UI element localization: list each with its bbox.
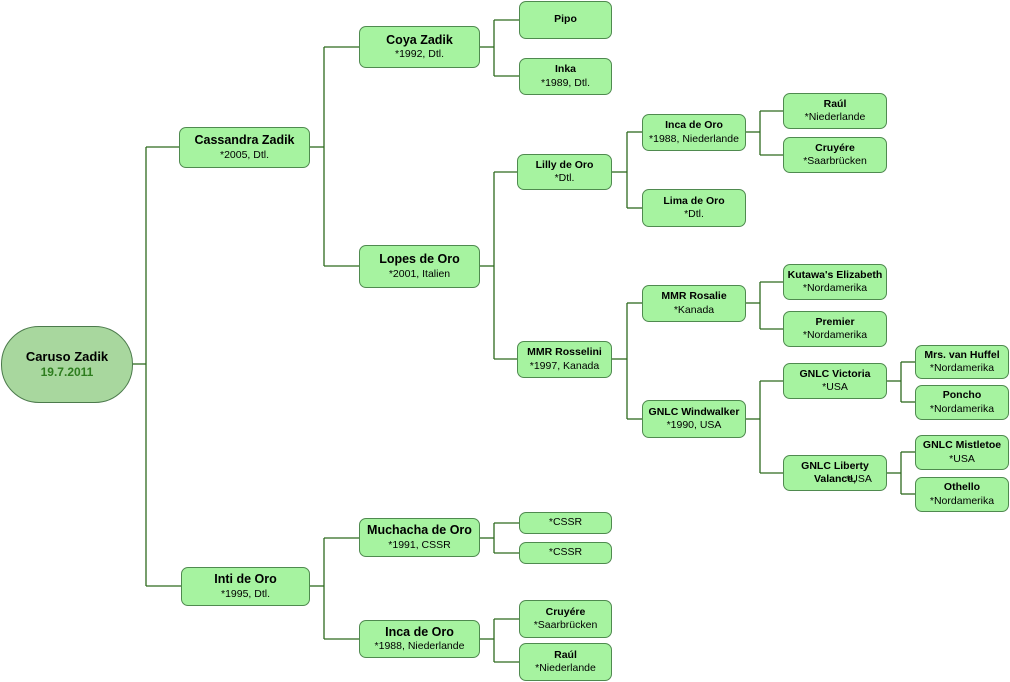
node-inti-de-oro: Inti de Oro *1995, Dtl. <box>181 567 310 606</box>
node-mrs-van-huffel: Mrs. van Huffel *Nordamerika <box>915 345 1009 379</box>
node-detail: *USA <box>846 473 872 486</box>
node-name: MMR Rosalie <box>661 290 727 303</box>
node-name: Inca de Oro <box>385 624 454 639</box>
node-name: MMR Rosselini <box>527 346 602 359</box>
node-raul-gen5: Raúl *Niederlande <box>783 93 887 129</box>
node-detail: *1988, Niederlande <box>374 640 465 653</box>
node-coya-zadik: Coya Zadik *1992, Dtl. <box>359 26 480 68</box>
node-name: Coya Zadik <box>386 32 453 47</box>
node-name: Inti de Oro <box>214 572 277 587</box>
node-detail: *Saarbrücken <box>533 619 598 631</box>
node-detail: *Niederlande <box>535 662 596 674</box>
node-mmr-rosalie: MMR Rosalie *Kanada <box>642 285 746 322</box>
node-name: Mrs. van Huffel <box>924 348 1000 361</box>
node-detail: *1992, Dtl. <box>394 48 445 61</box>
node-name: GNLC Liberty Valance, <box>801 459 869 485</box>
node-detail: *Nordamerika <box>929 402 995 415</box>
node-premier: Premier *Nordamerika <box>783 311 887 347</box>
node-detail: *1995, Dtl. <box>220 587 271 600</box>
node-name: Poncho <box>942 389 982 402</box>
node-detail: *1988, Niederlande <box>649 132 739 145</box>
node-name: Kutawa's Elizabeth <box>787 268 883 281</box>
node-detail: *CSSR <box>548 516 583 529</box>
node-detail: *USA <box>949 452 975 465</box>
root-node-caruso-zadik: Caruso Zadik 19.7.2011 <box>1 326 133 403</box>
node-name: Raúl <box>554 648 577 661</box>
node-cruyere-gen3: Cruyére *Saarbrücken <box>519 600 612 638</box>
node-kutawas-elizabeth: Kutawa's Elizabeth *Nordamerika <box>783 264 887 300</box>
node-name: GNLC Windwalker <box>648 405 740 418</box>
node-inka: Inka *1989, Dtl. <box>519 58 612 95</box>
node-name: Muchacha de Oro <box>367 523 472 538</box>
node-cruyere-gen5: Cruyére *Saarbrücken <box>783 137 887 173</box>
node-name: Othello <box>943 481 981 494</box>
node-cassandra-zadik: Cassandra Zadik *2005, Dtl. <box>179 127 310 168</box>
node-othello: Othello *Nordamerika <box>915 477 1009 512</box>
node-detail: *1997, Kanada <box>529 359 600 372</box>
node-detail: *Nordamerika <box>802 329 868 341</box>
node-detail: *USA <box>822 381 848 393</box>
node-lima-de-oro: Lima de Oro *Dtl. <box>642 189 746 227</box>
node-detail: *Kanada <box>673 303 715 316</box>
node-detail: *1989, Dtl. <box>540 76 591 89</box>
node-name: Lima de Oro <box>663 194 725 207</box>
node-gnlc-liberty-valance: GNLC Liberty Valance, *USA <box>783 455 887 491</box>
node-lilly-de-oro: Lilly de Oro *Dtl. <box>517 154 612 190</box>
node-lopes-de-oro: Lopes de Oro *2001, Italien <box>359 245 480 288</box>
node-name: GNLC Victoria <box>799 367 871 380</box>
node-muchacha-de-oro: Muchacha de Oro *1991, CSSR <box>359 518 480 557</box>
node-raul-gen3: Raúl *Niederlande <box>519 643 612 681</box>
node-detail: *Dtl. <box>554 172 575 184</box>
node-detail: *Niederlande <box>804 111 866 123</box>
node-gnlc-victoria: GNLC Victoria *USA <box>783 363 887 399</box>
node-name: Cruyére <box>815 141 855 154</box>
node-name: GNLC Mistletoe <box>922 439 1002 452</box>
node-inca-de-oro-gen2: Inca de Oro *1988, Niederlande <box>359 620 480 658</box>
node-detail: *1991, CSSR <box>388 538 451 551</box>
node-detail: *Nordamerika <box>929 494 995 507</box>
node-detail: *Nordamerika <box>802 282 868 294</box>
node-cssr-2: *CSSR <box>519 542 612 564</box>
node-name: Inka <box>554 63 576 76</box>
node-name: Inca de Oro <box>665 119 723 132</box>
node-name: Raúl <box>823 97 847 110</box>
node-detail: *2001, Italien <box>388 267 451 280</box>
node-inca-de-oro-gen4: Inca de Oro *1988, Niederlande <box>642 114 746 151</box>
node-mmr-rosselini: MMR Rosselini *1997, Kanada <box>517 341 612 378</box>
node-poncho: Poncho *Nordamerika <box>915 385 1009 420</box>
node-detail: *Saarbrücken <box>803 155 867 167</box>
node-detail: *CSSR <box>548 546 583 559</box>
node-name: Premier <box>815 315 855 328</box>
node-name: Cassandra Zadik <box>194 133 295 148</box>
node-name: Cruyére <box>545 605 586 618</box>
node-pipo: Pipo <box>519 1 612 39</box>
node-name: Lilly de Oro <box>535 158 594 171</box>
node-name: Caruso Zadik <box>25 348 109 364</box>
node-name: Pipo <box>554 13 577 26</box>
node-detail: *1990, USA <box>666 419 722 431</box>
node-name: Lopes de Oro <box>379 252 460 267</box>
node-birth-date: 19.7.2011 <box>40 365 94 380</box>
node-cssr-1: *CSSR <box>519 512 612 534</box>
node-detail: *2005, Dtl. <box>219 148 270 161</box>
node-gnlc-windwalker: GNLC Windwalker *1990, USA <box>642 400 746 438</box>
node-gnlc-mistletoe: GNLC Mistletoe *USA <box>915 435 1009 470</box>
node-detail: *Dtl. <box>684 208 704 220</box>
node-detail: *Nordamerika <box>929 362 995 374</box>
